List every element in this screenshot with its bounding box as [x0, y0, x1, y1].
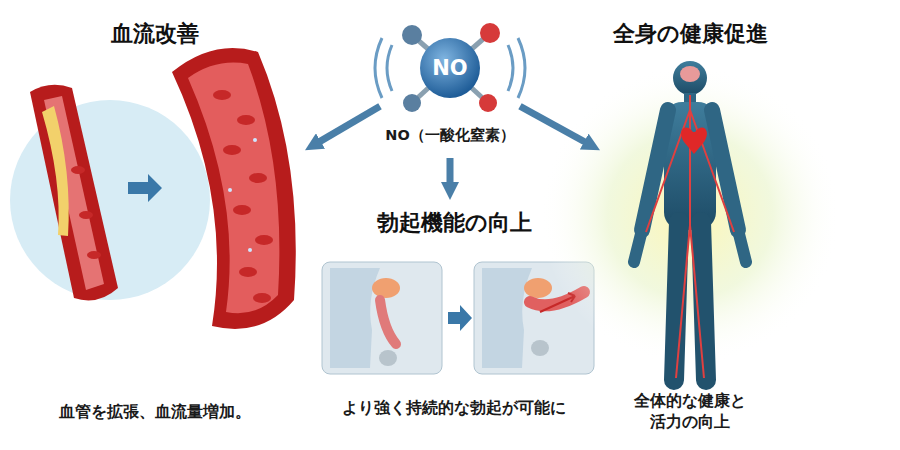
node-heading: NO [432, 18, 467, 118]
vessel-illustration-part [188, 63, 279, 314]
vessel-illustration-part [223, 145, 241, 155]
body-illustration-part [681, 127, 707, 154]
vessel-illustration [10, 48, 296, 329]
molecule-illustration-part [403, 94, 421, 112]
vessel-illustration-part [71, 166, 85, 174]
vessel-illustration-part [42, 106, 69, 236]
vessel-illustration-part [79, 211, 93, 219]
molecule-illustration-part [480, 23, 500, 43]
molecule-illustration-part [508, 45, 513, 91]
molecule-illustration-part [402, 25, 422, 45]
body-illustration-part [673, 61, 707, 95]
molecule-illustration-part [375, 38, 382, 98]
anatomy-illustration-part [330, 268, 380, 368]
vessel-illustration-part [248, 248, 252, 252]
flow-arrow [317, 106, 380, 143]
anatomy-illustration-part [380, 300, 396, 344]
molecule-illustration-part [518, 38, 525, 98]
vessel-illustration-part [237, 115, 255, 125]
node-caption: 血管を拡張、血流量増加。 [59, 401, 251, 423]
section-panel: 勃起機能の向上より強く持続的な勃起が可能に [312, 200, 596, 445]
body-illustration-part [634, 230, 642, 262]
vessel-illustration-part [253, 293, 271, 303]
anatomy-illustration-part [524, 278, 552, 298]
vessel-illustration-part [128, 174, 162, 202]
node-heading: 血流改善 [111, 19, 199, 49]
molecule-node: NO NO（一酸化窒素） [380, 18, 520, 158]
vessel-illustration-part [239, 267, 257, 277]
vessel-illustration-part [233, 205, 251, 215]
molecule-illustration-part [387, 45, 392, 91]
flow-arrow [520, 106, 588, 143]
vessel-illustration-part [213, 90, 231, 100]
anatomy-illustration-part [448, 305, 472, 331]
molecule-illustration-part [479, 94, 497, 112]
flow-arrow [447, 158, 454, 186]
body-illustration-part [680, 66, 700, 82]
section-panel: 血流改善血管を拡張、血流量増加。 [5, 5, 305, 445]
node-caption: 全体的な健康と 活力の向上 [626, 390, 754, 433]
vessel-illustration-part [228, 188, 232, 192]
body-illustration-part [738, 230, 746, 262]
body-illustration-part [712, 110, 738, 230]
body-illustration [540, 61, 840, 380]
vessel-illustration-part [249, 173, 267, 183]
node-heading: 勃起機能の向上 [377, 208, 532, 238]
anatomy-illustration-part [379, 350, 397, 366]
anatomy-illustration-part [372, 278, 400, 298]
anatomy-illustration [322, 262, 594, 374]
node-heading: 全身の健康促進 [613, 19, 768, 49]
node-caption: より強く持続的な勃起が可能に [342, 397, 566, 419]
vessel-illustration-part [30, 85, 118, 301]
anatomy-illustration-part [531, 340, 549, 356]
vessel-illustration-part [253, 138, 257, 142]
vessel-illustration-part [87, 251, 101, 259]
vessel-illustration-part [255, 235, 273, 245]
anatomy-illustration-part [482, 268, 532, 368]
anatomy-illustration-part [322, 262, 442, 374]
body-illustration-part [642, 110, 668, 230]
body-illustration-part [646, 95, 734, 378]
vessel-illustration-part [172, 48, 296, 329]
section-panel: 全身の健康促進全体的な健康と 活力の向上 [600, 5, 780, 445]
node-caption: NO（一酸化窒素） [382, 126, 517, 145]
